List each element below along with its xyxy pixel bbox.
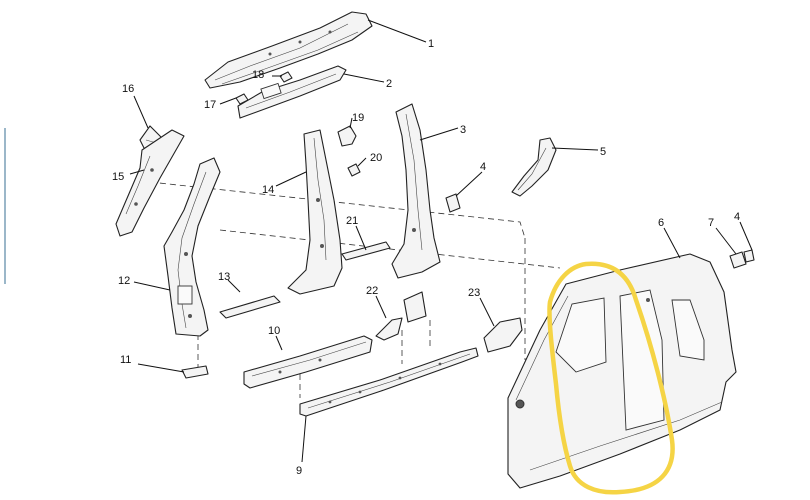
callout-5: 5: [600, 146, 606, 158]
part-15-a-pillar-inner: [115, 129, 185, 237]
callout-3: 3: [460, 124, 466, 136]
part-23-rocker-extension: [483, 317, 523, 353]
part-4-clip-right: [743, 249, 755, 263]
callout-2: 2: [386, 78, 392, 90]
part-13-front-strip: [219, 295, 281, 319]
callout-17: 17: [204, 99, 216, 111]
callout-19: 19: [352, 112, 364, 124]
part-18-clip: [279, 71, 293, 83]
callout-20: 20: [370, 152, 382, 164]
leader-lines: [129, 19, 753, 463]
callout-10: 10: [268, 325, 280, 337]
assembly-reference-lines: [149, 181, 561, 398]
part-20-nut: [347, 163, 361, 177]
highlight-outline: [547, 261, 675, 495]
callout-15: 15: [112, 171, 124, 183]
callout-4-right: 4: [734, 211, 740, 223]
part-1-roof-rail: [204, 11, 373, 89]
callout-9: 9: [296, 465, 302, 477]
part-6-body-side-outer: [507, 253, 737, 489]
part-22-lower-bracket: [375, 291, 427, 341]
part-11-bracket: [181, 365, 209, 379]
callout-4-left: 4: [480, 161, 486, 173]
callout-16: 16: [122, 83, 134, 95]
callout-1: 1: [428, 38, 434, 50]
part-10-rocker-reinforcement: [243, 335, 373, 389]
part-9-rocker-inner: [299, 347, 479, 417]
callout-13: 13: [218, 271, 230, 283]
callout-14: 14: [262, 184, 274, 196]
part-14-b-pillar-inner: [287, 129, 343, 295]
callout-6: 6: [658, 217, 664, 229]
callout-7: 7: [708, 217, 714, 229]
part-21-filler-strip: [341, 241, 391, 261]
callout-18: 18: [252, 69, 264, 81]
part-17-clip: [235, 93, 249, 105]
callout-11: 11: [120, 354, 131, 366]
callout-21: 21: [346, 215, 358, 227]
part-4-clip-left: [445, 193, 461, 213]
part-7-bracket: [729, 251, 747, 269]
callout-22: 22: [366, 285, 378, 297]
part-5-rear-bracket: [511, 137, 557, 197]
callout-12: 12: [118, 275, 130, 287]
viewer-edge-marker: [4, 128, 6, 284]
callout-labels: 1 2 3 4 5 6 7 4 9 10 11 12 13 14 15 16 1…: [112, 38, 740, 477]
part-19-bracket: [337, 125, 357, 147]
part-3-b-pillar-reinforcement: [391, 103, 441, 279]
part-2-rail-reinforcement: [237, 65, 347, 119]
part-12-hinge-pillar: [163, 157, 221, 337]
callout-23: 23: [468, 287, 480, 299]
